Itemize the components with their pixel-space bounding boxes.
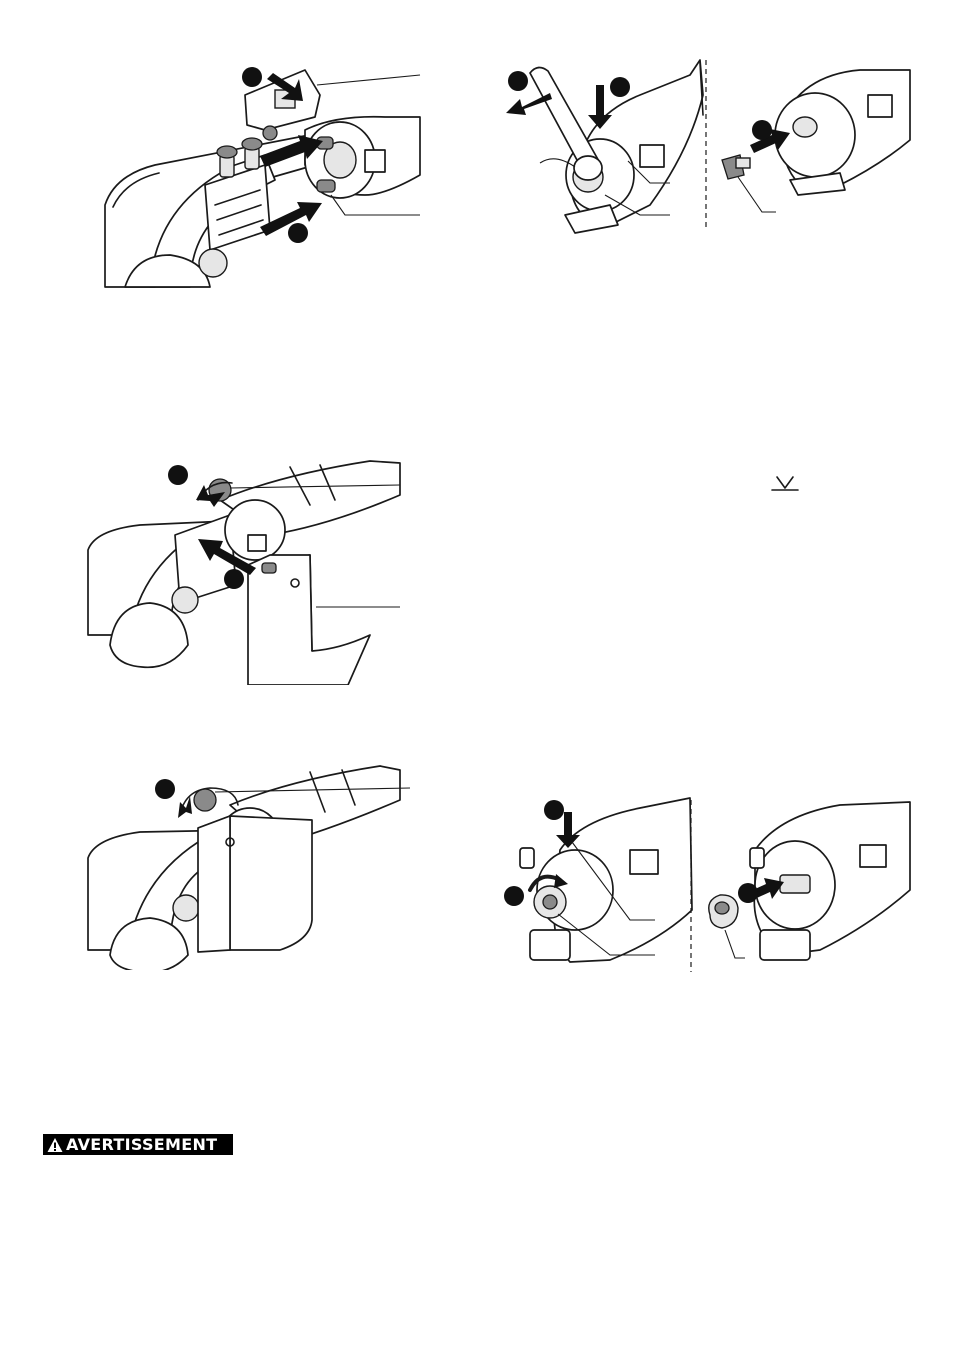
warning-label: AVERTISSEMENT xyxy=(66,1134,217,1155)
step-badge xyxy=(752,120,772,140)
step-badge xyxy=(155,779,175,799)
step-badge xyxy=(610,77,630,97)
guide-pin xyxy=(317,180,335,192)
figure-knob-tighten xyxy=(80,760,415,970)
step-badge xyxy=(544,800,564,820)
step-badge xyxy=(738,883,758,903)
figure-nut-removal xyxy=(500,790,920,975)
lock-knob xyxy=(194,789,216,811)
v-notch-symbol-icon xyxy=(770,474,800,492)
warning-banner: AVERTISSEMENT xyxy=(43,1134,233,1155)
switch xyxy=(640,145,664,167)
step-badge xyxy=(224,569,244,589)
figure-wrench-removal xyxy=(500,55,920,235)
step-badge xyxy=(288,223,308,243)
step-badge xyxy=(242,67,262,87)
side-knob xyxy=(199,249,227,277)
step-badge xyxy=(168,465,188,485)
warning-triangle-icon xyxy=(47,1137,63,1153)
step-badge xyxy=(504,886,524,906)
figure-nozzle-attachment xyxy=(80,455,410,685)
step-badge xyxy=(508,71,528,91)
figure-guide-attachment xyxy=(95,55,430,295)
